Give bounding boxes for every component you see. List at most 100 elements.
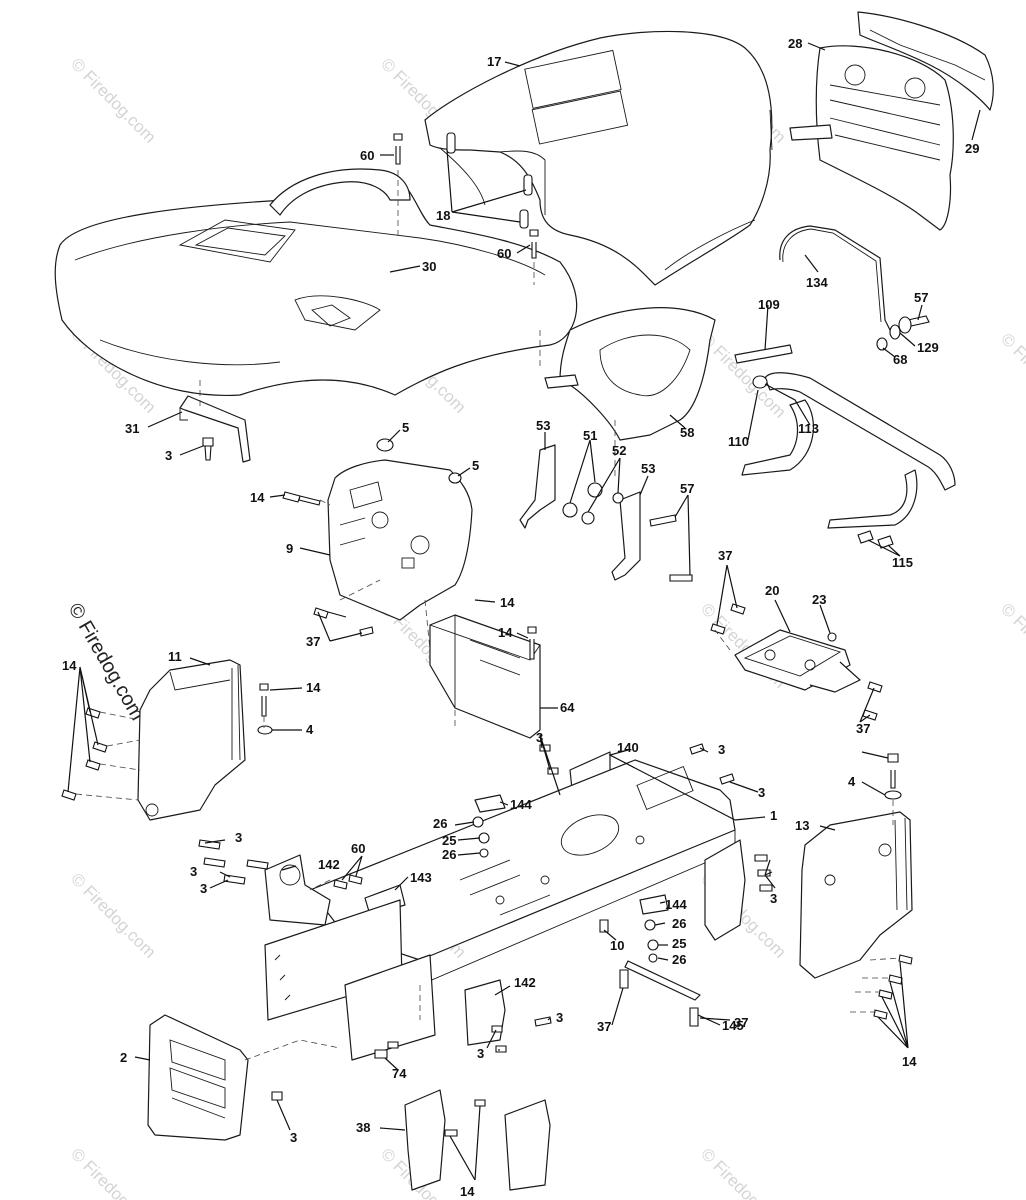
callout-143: 143 <box>410 870 432 885</box>
callout-115: 115 <box>892 555 913 570</box>
callout-3i: 3 <box>556 1010 563 1025</box>
part-belt-cover <box>544 307 716 441</box>
part-support-rod <box>779 225 891 331</box>
callout-58: 58 <box>680 425 694 440</box>
part-brackets-53 <box>519 444 693 582</box>
callout-3: 3 <box>165 448 172 463</box>
callout-52: 52 <box>612 443 626 458</box>
callout-51: 51 <box>583 428 597 443</box>
callout-2: 2 <box>120 1050 127 1065</box>
screw-3 <box>271 1091 283 1101</box>
callout-18: 18 <box>436 208 450 223</box>
callout-20: 20 <box>765 583 779 598</box>
callout-3h: 3 <box>770 891 777 906</box>
callout-3e: 3 <box>235 830 242 845</box>
bolt-10 <box>599 919 609 933</box>
callout-3j: 3 <box>477 1046 484 1061</box>
part-side-panel-left <box>137 659 246 821</box>
callout-14c: 14 <box>498 625 513 640</box>
part-washers-lower <box>644 919 659 963</box>
washer-4 <box>257 725 273 735</box>
callout-110: 110 <box>728 434 749 449</box>
callout-5: 5 <box>402 420 409 435</box>
callout-53b: 53 <box>641 461 655 476</box>
callout-37c: 37 <box>856 721 870 736</box>
callout-26c: 26 <box>672 916 686 931</box>
callout-109: 109 <box>758 297 780 312</box>
part-bracket-38 <box>404 1089 446 1191</box>
callout-68: 68 <box>893 352 907 367</box>
callout-140: 140 <box>617 740 639 755</box>
callout-38: 38 <box>356 1120 370 1135</box>
bolt-14 <box>887 753 899 789</box>
callout-142b: 142 <box>514 975 536 990</box>
callout-14e: 14 <box>62 658 77 673</box>
part-side-panel-right <box>799 811 913 979</box>
callout-64: 64 <box>560 700 575 715</box>
part-bracket-142-lower <box>464 979 506 1046</box>
callout-4b: 4 <box>848 774 856 789</box>
callout-144: 144 <box>510 797 532 812</box>
callout-17: 17 <box>487 54 501 69</box>
callout-60b: 60 <box>497 246 511 261</box>
callout-129: 129 <box>917 340 939 355</box>
callout-9: 9 <box>286 541 293 556</box>
washer-4 <box>884 790 902 800</box>
callout-3k: 3 <box>290 1130 297 1145</box>
bolt-14 <box>259 683 269 717</box>
callout-25b: 25 <box>672 936 686 951</box>
callout-labels: 17 28 29 60 18 30 60 134 57 109 129 68 5… <box>62 36 979 1199</box>
callout-37: 37 <box>306 634 320 649</box>
part-bolts-115 <box>857 530 894 549</box>
bolts-37-left <box>313 607 374 637</box>
callout-57b: 57 <box>680 481 694 496</box>
callout-74: 74 <box>392 1066 407 1081</box>
part-bolts-60 <box>333 874 363 890</box>
callout-144b: 144 <box>665 897 687 912</box>
callout-142: 142 <box>318 857 340 872</box>
bolt-37 <box>689 1007 699 1027</box>
part-23 <box>827 632 837 642</box>
part-fender <box>54 176 578 397</box>
bolts <box>393 133 539 259</box>
callout-113: 113 <box>798 421 819 436</box>
callout-11: 11 <box>168 649 182 664</box>
bolts-3-left <box>198 839 269 885</box>
callout-23: 23 <box>812 592 826 607</box>
callout-53: 53 <box>536 418 550 433</box>
bolt-37 <box>619 969 629 989</box>
callout-14b: 14 <box>500 595 515 610</box>
callout-1: 1 <box>770 808 777 823</box>
callout-3c: 3 <box>718 742 725 757</box>
callout-3d: 3 <box>758 785 765 800</box>
callout-60c: 60 <box>351 841 365 856</box>
watermark: © Firedog.com <box>67 869 159 961</box>
callout-37d: 37 <box>597 1019 611 1034</box>
part-headlight-lens <box>857 11 994 111</box>
callout-14f: 14 <box>902 1054 917 1069</box>
callout-26: 26 <box>433 816 447 831</box>
watermark: © Firedog.com <box>997 599 1026 691</box>
part-74 <box>374 1041 399 1059</box>
callout-26d: 26 <box>672 952 686 967</box>
callout-134: 134 <box>806 275 828 290</box>
part-lower-plate <box>344 954 436 1061</box>
part-bracket-144 <box>474 794 506 813</box>
bolts-14-left <box>61 707 108 801</box>
part-dash-panel <box>327 459 473 621</box>
leader-lines <box>67 42 981 1181</box>
callout-37e: 37 <box>734 1015 748 1030</box>
part-grille <box>789 45 954 231</box>
part-seat-frame <box>269 168 411 216</box>
part-link-109 <box>734 344 793 364</box>
part-bolt-57 <box>876 315 930 351</box>
callout-3f: 3 <box>190 864 197 879</box>
callout-37b: 37 <box>718 548 732 563</box>
screw <box>202 437 214 461</box>
part-rod-145 <box>624 960 701 1001</box>
part-bumper-plate <box>147 1014 249 1141</box>
callout-5b: 5 <box>472 458 479 473</box>
callout-28: 28 <box>788 36 802 51</box>
part-right-bracket <box>704 839 746 941</box>
